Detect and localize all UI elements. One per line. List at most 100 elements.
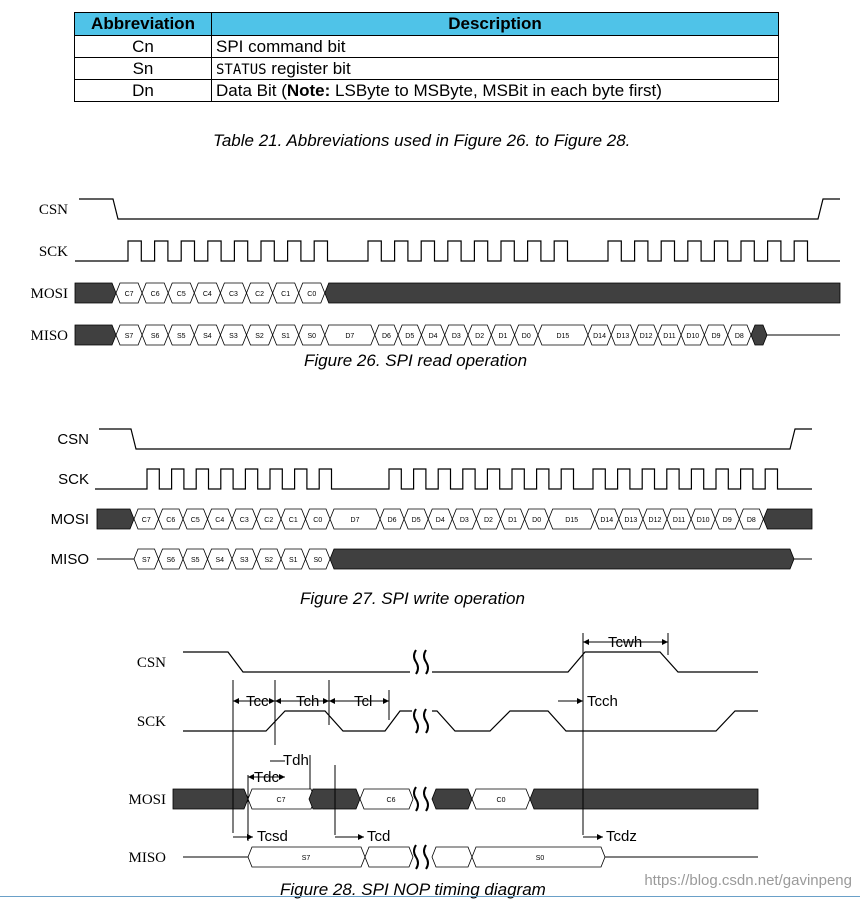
bit-label: S6 xyxy=(166,557,175,564)
table-row: Dn Data Bit (Note: LSByte to MSByte, MSB… xyxy=(74,79,779,102)
bit-label: C6 xyxy=(387,797,396,804)
bit-label: D13 xyxy=(624,517,637,524)
bit-label: C6 xyxy=(151,291,160,298)
bit-label: D5 xyxy=(405,333,414,340)
bit-label: D2 xyxy=(484,517,493,524)
table-cell-desc: Data Bit (Note: LSByte to MSByte, MSBit … xyxy=(211,79,779,102)
bit-label: S4 xyxy=(203,333,212,340)
bit-label: D10 xyxy=(686,333,699,340)
bit-label: S0 xyxy=(313,557,322,564)
bit-label: C4 xyxy=(215,517,224,524)
tcl-label: Tcl xyxy=(354,693,372,710)
bit-label: S1 xyxy=(289,557,298,564)
mosi-idle-bar xyxy=(74,282,117,304)
bit-label: C4 xyxy=(203,291,212,298)
figure-27-caption: Figure 27. SPI write operation xyxy=(300,589,525,608)
bit-label: D15 xyxy=(556,333,569,340)
bit-label: S2 xyxy=(264,557,273,564)
bit-label: D9 xyxy=(723,517,732,524)
bit-label: S0 xyxy=(536,855,545,862)
bit-label: D1 xyxy=(498,333,507,340)
bit-label: D7 xyxy=(351,517,360,524)
tcc-label: Tcc xyxy=(246,693,269,710)
table-cell-desc: STATUS register bit xyxy=(211,57,779,80)
mosi-bit-cell xyxy=(359,788,414,810)
tcsd-label: Tcsd xyxy=(257,828,288,845)
bit-label: S4 xyxy=(215,557,224,564)
bit-label: S6 xyxy=(151,333,160,340)
status-code-text: STATUS xyxy=(216,61,267,78)
bit-label: S3 xyxy=(240,557,249,564)
tcdz-label: Tcdz xyxy=(606,828,637,845)
table-header-abbreviation: Abbreviation xyxy=(74,12,212,36)
signal-label-sck: SCK xyxy=(39,244,68,260)
bit-label: D11 xyxy=(663,333,675,340)
bit-label: D4 xyxy=(436,517,445,524)
bit-label: D8 xyxy=(747,517,756,524)
tdc-label: Tdc xyxy=(254,769,280,786)
bit-label: C7 xyxy=(125,291,134,298)
arrowhead-icon xyxy=(597,834,603,840)
tch-label: Tch xyxy=(296,693,319,710)
bit-label: D3 xyxy=(460,517,469,524)
mosi-gap-bar xyxy=(431,788,473,810)
arrowhead-icon xyxy=(233,698,239,704)
arrowhead-icon xyxy=(662,639,668,645)
arrowhead-icon xyxy=(248,774,254,780)
tcwh-label: Tcwh xyxy=(608,634,642,651)
bit-label: C1 xyxy=(289,517,298,524)
arrowhead-icon xyxy=(279,774,285,780)
bit-label: C5 xyxy=(191,517,200,524)
signal-label-csn: CSN xyxy=(39,202,68,218)
bit-label: D12 xyxy=(649,517,662,524)
bit-label: S7 xyxy=(142,557,151,564)
figure-26-caption: Figure 26. SPI read operation xyxy=(304,351,528,370)
signal-label-sck: SCK xyxy=(58,471,89,488)
bit-label: D14 xyxy=(600,517,613,524)
bit-label: S5 xyxy=(191,557,200,564)
desc-pre-text: Data Bit ( xyxy=(216,80,287,100)
table-row: Cn SPI command bit xyxy=(74,35,779,58)
bit-label: C2 xyxy=(264,517,273,524)
bit-label: S2 xyxy=(255,333,264,340)
break-mark-icon xyxy=(413,708,429,734)
mosi-dontcare-bar xyxy=(324,282,841,304)
bit-label: C0 xyxy=(307,291,316,298)
bit-label: C0 xyxy=(497,797,506,804)
mosi-dontcare-bar xyxy=(529,788,759,810)
bit-label: C3 xyxy=(229,291,238,298)
signal-label-mosi: MOSI xyxy=(30,286,68,302)
bit-label: D0 xyxy=(522,333,531,340)
bit-label: D12 xyxy=(640,333,653,340)
table-cell-abbr: Dn xyxy=(74,79,212,102)
bit-label: C5 xyxy=(177,291,186,298)
figure-28-caption: Figure 28. SPI NOP timing diagram xyxy=(280,880,546,899)
arrowhead-icon xyxy=(269,698,275,704)
csn-waveform xyxy=(99,428,812,450)
bit-label: C7 xyxy=(142,517,151,524)
arrowhead-icon xyxy=(329,698,335,704)
bit-label: D9 xyxy=(712,333,721,340)
bit-label: D3 xyxy=(452,333,461,340)
csn-waveform xyxy=(79,198,840,220)
mosi-idle-bar xyxy=(172,788,249,810)
bit-label: C7 xyxy=(277,797,286,804)
bit-label: C1 xyxy=(281,291,290,298)
arrowhead-icon xyxy=(358,834,364,840)
break-mark-icon xyxy=(413,649,429,675)
page-divider xyxy=(0,896,860,897)
table-cell-abbr: Sn xyxy=(74,57,212,80)
bit-label: D4 xyxy=(429,333,438,340)
sck-waveform-a xyxy=(183,710,412,732)
csn-waveform-b xyxy=(432,651,758,673)
bit-label: D5 xyxy=(412,517,421,524)
bit-label: C3 xyxy=(240,517,249,524)
bit-label: C2 xyxy=(255,291,264,298)
sck-waveform xyxy=(95,468,812,490)
desc-post-text: LSByte to MSByte, MSBit in each byte fir… xyxy=(330,80,662,100)
miso-bit-cell xyxy=(431,846,473,868)
bit-label: C6 xyxy=(166,517,175,524)
bit-label: S1 xyxy=(281,333,290,340)
bit-label: D6 xyxy=(382,333,391,340)
